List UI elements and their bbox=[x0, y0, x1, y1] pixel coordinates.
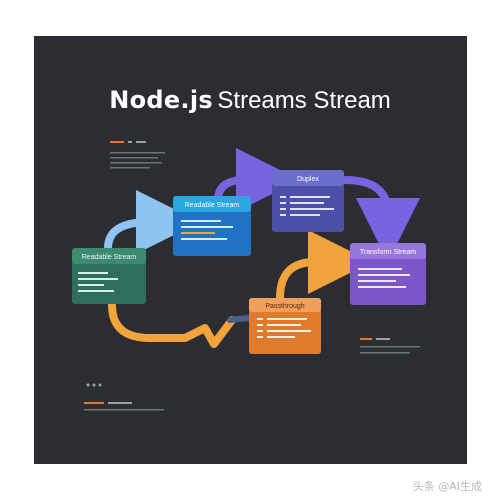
decor-top-left bbox=[110, 141, 165, 169]
title-streams: Streams Stream bbox=[217, 87, 391, 114]
node-transform: Transform Stream bbox=[350, 243, 426, 305]
decor-bottom-left bbox=[84, 383, 164, 411]
node-readable: Readable Stream bbox=[173, 196, 251, 256]
arrow-purple-to-transform bbox=[341, 176, 420, 262]
node-passthrough-label: Passthrough bbox=[265, 303, 304, 310]
node-passthrough: Passthrough bbox=[249, 298, 321, 354]
arrow-orange-to-writable bbox=[108, 301, 236, 348]
decor-right bbox=[360, 338, 420, 354]
arrow-orange-to-transform bbox=[276, 230, 372, 302]
node-readable-small-label: Readable Stream bbox=[82, 254, 137, 261]
page-title: Node.js Streams Stream bbox=[0, 86, 500, 115]
node-readable-label: Readable Stream bbox=[185, 202, 240, 209]
node-readable-small: Readable Stream bbox=[72, 248, 146, 304]
node-duplex: Duplex bbox=[272, 170, 344, 232]
title-nodejs: Node.js bbox=[109, 86, 213, 114]
watermark: 头条 @AI生成 bbox=[412, 480, 482, 493]
node-transform-label: Transform Stream bbox=[360, 249, 416, 256]
arrow-orange-connector bbox=[227, 315, 251, 323]
arrow-blue bbox=[104, 190, 200, 254]
node-duplex-label: Duplex bbox=[297, 176, 319, 183]
